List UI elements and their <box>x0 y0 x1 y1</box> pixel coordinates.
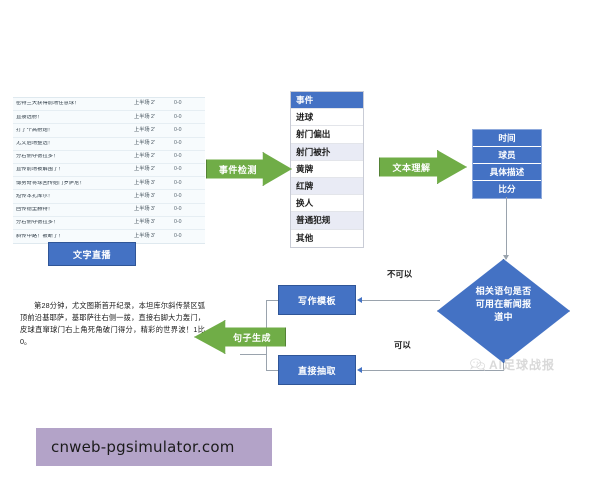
arrow-sentence-generation-label: 句子生成 <box>232 332 271 343</box>
live-commentary-row: 分右侧夺德拉多！ 上半场 2' 0-0 <box>13 151 205 164</box>
commentary-score: 0-0 <box>174 166 182 173</box>
commentary-score: 0-0 <box>174 205 182 212</box>
commentary-half: 上半场 3' <box>134 179 155 186</box>
commentary-half: 上半场 2' <box>134 100 155 107</box>
arrow-text-understanding-label: 文本理解 <box>392 162 431 173</box>
commentary-half: 上半场 3' <box>134 192 155 199</box>
connector-extract-left <box>266 370 278 371</box>
commentary-score: 0-0 <box>174 140 182 147</box>
commentary-text: 直接远射！ <box>16 114 43 120</box>
live-commentary-row: 斜传中路！被断了！ 上半场 3' 0-0 <box>13 230 205 243</box>
event-list-item[interactable]: 换人 <box>291 195 363 213</box>
decision-line-3: 道中 <box>494 312 513 322</box>
commentary-text: 短传本扎库尔！ <box>16 193 54 199</box>
commentary-half: 上半场 2' <box>134 153 155 160</box>
connector-yes-branch <box>362 370 504 371</box>
direct-extract-box: 直接抽取 <box>278 355 356 385</box>
paragraph-text: 第28分钟，尤文图斯首开纪录，本坦库尔斜传禁区弧顶前沿基耶萨，基耶萨往右侧一拨，… <box>20 301 205 346</box>
watermark-text: AI足球战报 <box>489 358 556 372</box>
commentary-text: 打了个高射炮！ <box>16 127 54 133</box>
commentary-half: 上半场 2' <box>134 166 155 173</box>
connector-attr-to-decision <box>506 197 507 259</box>
decision-line-2: 可用在新闻报 <box>475 299 532 309</box>
arrow-event-detection: 事件检测 <box>206 152 292 186</box>
live-commentary-row: 直接远射！ 上半场 2' 0-0 <box>13 111 205 125</box>
commentary-score: 0-0 <box>174 113 182 120</box>
live-commentary-row: 短传本扎库尔！ 上半场 3' 0-0 <box>13 190 205 204</box>
wechat-icon <box>470 358 485 371</box>
event-list-item[interactable]: 射门偏出 <box>291 126 363 144</box>
event-list-header: 事件 <box>291 92 363 110</box>
decision-line-1: 相关语句是否 <box>475 286 532 296</box>
commentary-text: 斜传中路！被断了！ <box>16 233 64 239</box>
live-broadcast-label-text: 文字直播 <box>72 249 111 260</box>
event-list-item[interactable]: 其他 <box>291 229 363 247</box>
commentary-text: 分右侧夺德拉多！ <box>16 220 59 226</box>
commentary-score: 0-0 <box>174 179 182 186</box>
commentary-half: 上半场 3' <box>134 205 155 212</box>
commentary-text: 尤文后场整选！ <box>16 141 54 147</box>
event-list-item[interactable]: 红牌 <box>291 177 363 196</box>
commentary-half: 上半场 3' <box>134 219 155 226</box>
commentary-score: 0-0 <box>174 126 182 133</box>
commentary-score: 0-0 <box>174 192 182 199</box>
event-list-item[interactable]: 进球 <box>291 109 363 127</box>
live-commentary-row: 尤文后场整选！ 上半场 2' 0-0 <box>13 138 205 151</box>
direct-extract-text: 直接抽取 <box>297 365 336 376</box>
arrow-sentence-generation: 句子生成 <box>194 320 286 354</box>
live-commentary-row: 密特兰大获得前场任意球！ 上半场 2' 0-0 <box>13 98 205 112</box>
attribute-row: 具体描述 <box>473 164 541 181</box>
arrowhead-left-icon <box>357 367 362 373</box>
commentary-score: 0-0 <box>174 153 182 160</box>
event-list-item[interactable]: 黄牌 <box>291 160 363 178</box>
decision-diamond: 相关语句是否 可用在新闻报 道中 <box>437 259 570 363</box>
event-list-item[interactable]: 射门被扑 <box>291 143 363 161</box>
live-commentary-row: 直传前场被解围了！ 上半场 2' 0-0 <box>13 164 205 178</box>
connector-no-branch <box>362 300 440 301</box>
commentary-text: 回传德里赫特！ <box>16 206 54 212</box>
live-commentary-row: 打了个高射炮！ 上半场 2' 0-0 <box>13 124 205 138</box>
live-commentary-row: 分右侧夺德拉多！ 上半场 3' 0-0 <box>13 217 205 230</box>
commentary-score: 0-0 <box>174 219 182 226</box>
connector-yes-vertical <box>503 363 504 370</box>
commentary-score: 0-0 <box>174 232 182 239</box>
decision-diamond-text: 相关语句是否 可用在新闻报 道中 <box>457 285 550 324</box>
arrowhead-down-icon <box>503 255 509 260</box>
url-bar[interactable]: cnweb-pgsimulator.com <box>36 428 272 466</box>
write-template-box: 写作模板 <box>278 285 356 315</box>
commentary-text: 博努奇将球回传给门罗萨尼！ <box>16 180 85 186</box>
commentary-half: 上半场 2' <box>134 113 155 120</box>
edge-label-no: 不可以 <box>385 268 415 280</box>
live-commentary-row: 博努奇将球回传给门罗萨尼！ 上半场 3' 0-0 <box>13 177 205 191</box>
event-type-list[interactable]: 事件进球射门偏出射门被扑黄牌红牌换人普通犯规其他 <box>290 91 364 248</box>
commentary-text: 分右侧夺德拉多！ <box>16 154 59 160</box>
commentary-text: 密特兰大获得前场任意球！ <box>16 101 80 107</box>
commentary-score: 0-0 <box>174 100 182 107</box>
commentary-half: 上半场 3' <box>134 232 155 239</box>
attribute-table: 时间球员具体描述比分 <box>472 129 542 199</box>
live-broadcast-label-box: 文字直播 <box>48 242 136 266</box>
arrowhead-left-icon <box>357 297 362 303</box>
connector-template-left <box>266 300 278 301</box>
generated-report-paragraph: 第28分钟，尤文图斯首开纪录，本坦库尔斜传禁区弧顶前沿基耶萨，基耶萨往右侧一拨，… <box>20 300 205 348</box>
arrow-event-detection-label: 事件检测 <box>218 164 257 175</box>
attribute-row: 时间 <box>473 130 541 147</box>
commentary-half: 上半场 2' <box>134 126 155 133</box>
attribute-row: 比分 <box>473 181 541 198</box>
write-template-text: 写作模板 <box>297 295 336 306</box>
commentary-half: 上半场 2' <box>134 140 155 147</box>
connector-merge-to-arrow <box>240 354 266 355</box>
attribute-row: 球员 <box>473 147 541 164</box>
live-commentary-row: 回传德里赫特！ 上半场 3' 0-0 <box>13 204 205 217</box>
url-text: cnweb-pgsimulator.com <box>51 438 235 456</box>
commentary-text: 直传前场被解围了！ <box>16 167 64 173</box>
arrow-text-understanding: 文本理解 <box>379 150 467 184</box>
watermark: AI足球战报 <box>470 356 555 373</box>
event-list-item[interactable]: 普通犯规 <box>291 212 363 230</box>
edge-label-yes: 可以 <box>392 339 413 351</box>
